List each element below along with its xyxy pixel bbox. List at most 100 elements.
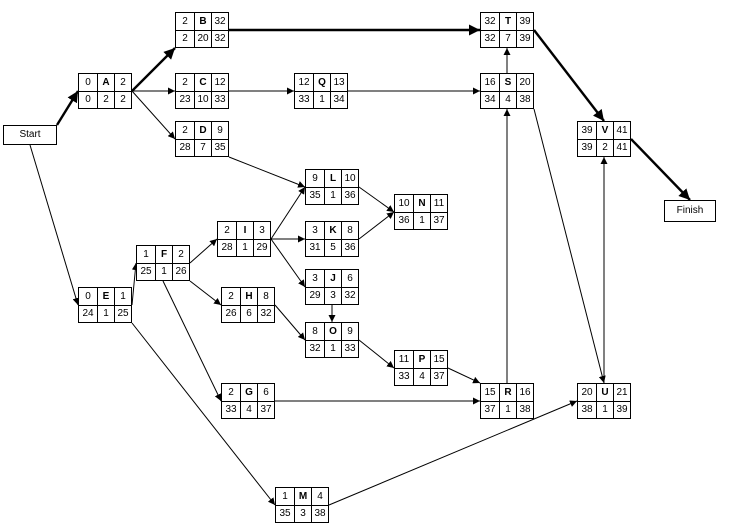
task-name: E (97, 288, 115, 306)
early-finish: 6 (342, 270, 358, 288)
task-name: O (324, 323, 342, 341)
task-name: L (324, 170, 342, 188)
early-finish: 9 (212, 122, 228, 140)
early-start: 20 (578, 384, 596, 402)
early-finish: 39 (517, 13, 533, 31)
early-start: 32 (481, 13, 499, 31)
late-start: 36 (398, 215, 410, 226)
duration: 2 (97, 91, 115, 109)
late-start: 24 (82, 308, 94, 319)
duration: 4 (240, 401, 258, 419)
duration: 1 (324, 187, 342, 205)
task-name: B (194, 13, 212, 31)
duration: 3 (294, 505, 312, 523)
early-start: 39 (578, 122, 596, 140)
duration: 7 (499, 30, 517, 48)
arrow-m-to-u (328, 400, 578, 506)
arrow-v-to-finish (630, 138, 691, 201)
arrow-d-to-l (228, 156, 306, 188)
arrow-f-to-h (189, 280, 222, 306)
early-start: 1 (137, 246, 155, 264)
duration: 1 (313, 91, 331, 109)
duration: 1 (155, 263, 173, 281)
duration: 4 (413, 368, 431, 386)
arrow-i-to-l (270, 186, 306, 240)
early-start: 0 (79, 74, 97, 92)
early-finish: 12 (212, 74, 228, 92)
early-start: 0 (79, 288, 97, 306)
early-finish: 13 (331, 74, 347, 92)
late-finish: 37 (433, 215, 445, 226)
task-name: G (240, 384, 258, 402)
early-start: 2 (222, 288, 240, 306)
late-finish: 34 (333, 94, 345, 105)
task-name: S (499, 74, 517, 92)
duration: 1 (499, 401, 517, 419)
early-start: 1 (276, 488, 294, 506)
late-start: 39 (581, 142, 593, 153)
early-start: 2 (176, 122, 194, 140)
late-start: 35 (279, 508, 291, 519)
early-finish: 2 (115, 74, 131, 92)
late-finish: 33 (344, 343, 356, 354)
late-finish: 29 (256, 242, 268, 253)
late-start: 33 (298, 94, 310, 105)
early-start: 15 (481, 384, 499, 402)
early-finish: 15 (431, 351, 447, 369)
task-name: A (97, 74, 115, 92)
early-finish: 3 (254, 222, 270, 240)
early-finish: 1 (115, 288, 131, 306)
arrow-h-to-o (274, 304, 306, 341)
late-start: 2 (182, 33, 188, 44)
early-start: 2 (176, 74, 194, 92)
task-name: K (324, 222, 342, 240)
late-finish: 39 (519, 33, 531, 44)
arrow-e-to-m (131, 322, 276, 506)
dependency-arrows (29, 24, 691, 506)
late-finish: 26 (175, 266, 187, 277)
task-name: C (194, 74, 212, 92)
late-start: 32 (309, 343, 321, 354)
duration: 1 (236, 239, 254, 257)
finish-node: Finish (664, 200, 716, 222)
arrow-a-to-b (131, 47, 176, 92)
late-start: 32 (484, 33, 496, 44)
late-start: 0 (85, 94, 91, 105)
late-finish: 2 (120, 94, 126, 105)
duration: 1 (97, 305, 115, 323)
early-finish: 21 (614, 384, 630, 402)
arrow-p-to-r (447, 367, 481, 384)
early-finish: 16 (517, 384, 533, 402)
early-start: 3 (306, 222, 324, 240)
late-start: 33 (398, 371, 410, 382)
late-finish: 35 (214, 142, 226, 153)
late-start: 34 (484, 94, 496, 105)
early-finish: 10 (342, 170, 358, 188)
task-name: U (596, 384, 614, 402)
duration: 3 (324, 287, 342, 305)
task-name: I (236, 222, 254, 240)
early-finish: 32 (212, 13, 228, 31)
early-finish: 8 (258, 288, 274, 306)
late-start: 37 (484, 404, 496, 415)
early-start: 10 (395, 195, 413, 213)
early-finish: 20 (517, 74, 533, 92)
late-start: 28 (221, 242, 233, 253)
duration: 7 (194, 139, 212, 157)
